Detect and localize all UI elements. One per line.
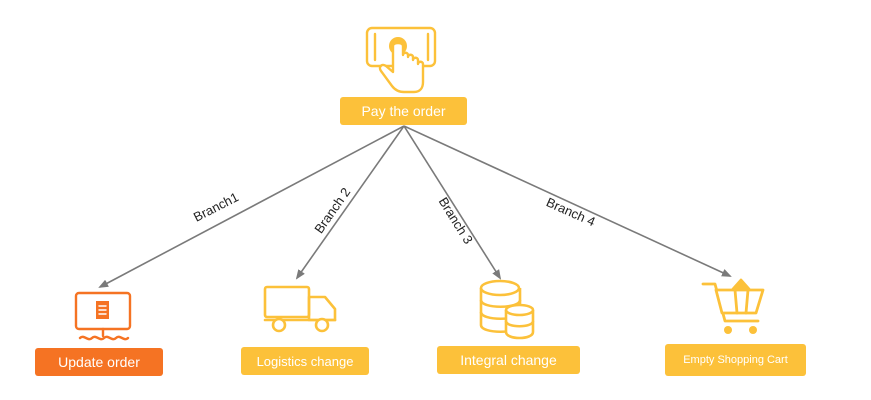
node-update-order: Update order xyxy=(35,348,163,376)
hand-tapping-phone-icon xyxy=(365,26,437,94)
edge-label-branch-1: Branch1 xyxy=(191,189,241,224)
monitor-order-icon xyxy=(74,291,132,341)
edge-branch-2 xyxy=(295,125,405,280)
edge-branch-4 xyxy=(403,125,732,277)
edge-branch-3 xyxy=(403,125,502,280)
node-empty-shopping-cart: Empty Shopping Cart xyxy=(665,344,806,376)
node-logistics-change: Logistics change xyxy=(241,347,369,375)
truck-icon xyxy=(263,285,337,333)
shopping-cart-icon xyxy=(701,278,765,334)
edge-label-branch-3: Branch 3 xyxy=(436,195,476,247)
edge-label-branch-4: Branch 4 xyxy=(544,194,598,229)
node-integral-change: Integral change xyxy=(437,346,580,374)
edges xyxy=(98,125,732,288)
node-pay-the-order: Pay the order xyxy=(340,97,467,125)
coin-stack-icon xyxy=(479,279,535,340)
edge-branch-1 xyxy=(98,125,405,288)
